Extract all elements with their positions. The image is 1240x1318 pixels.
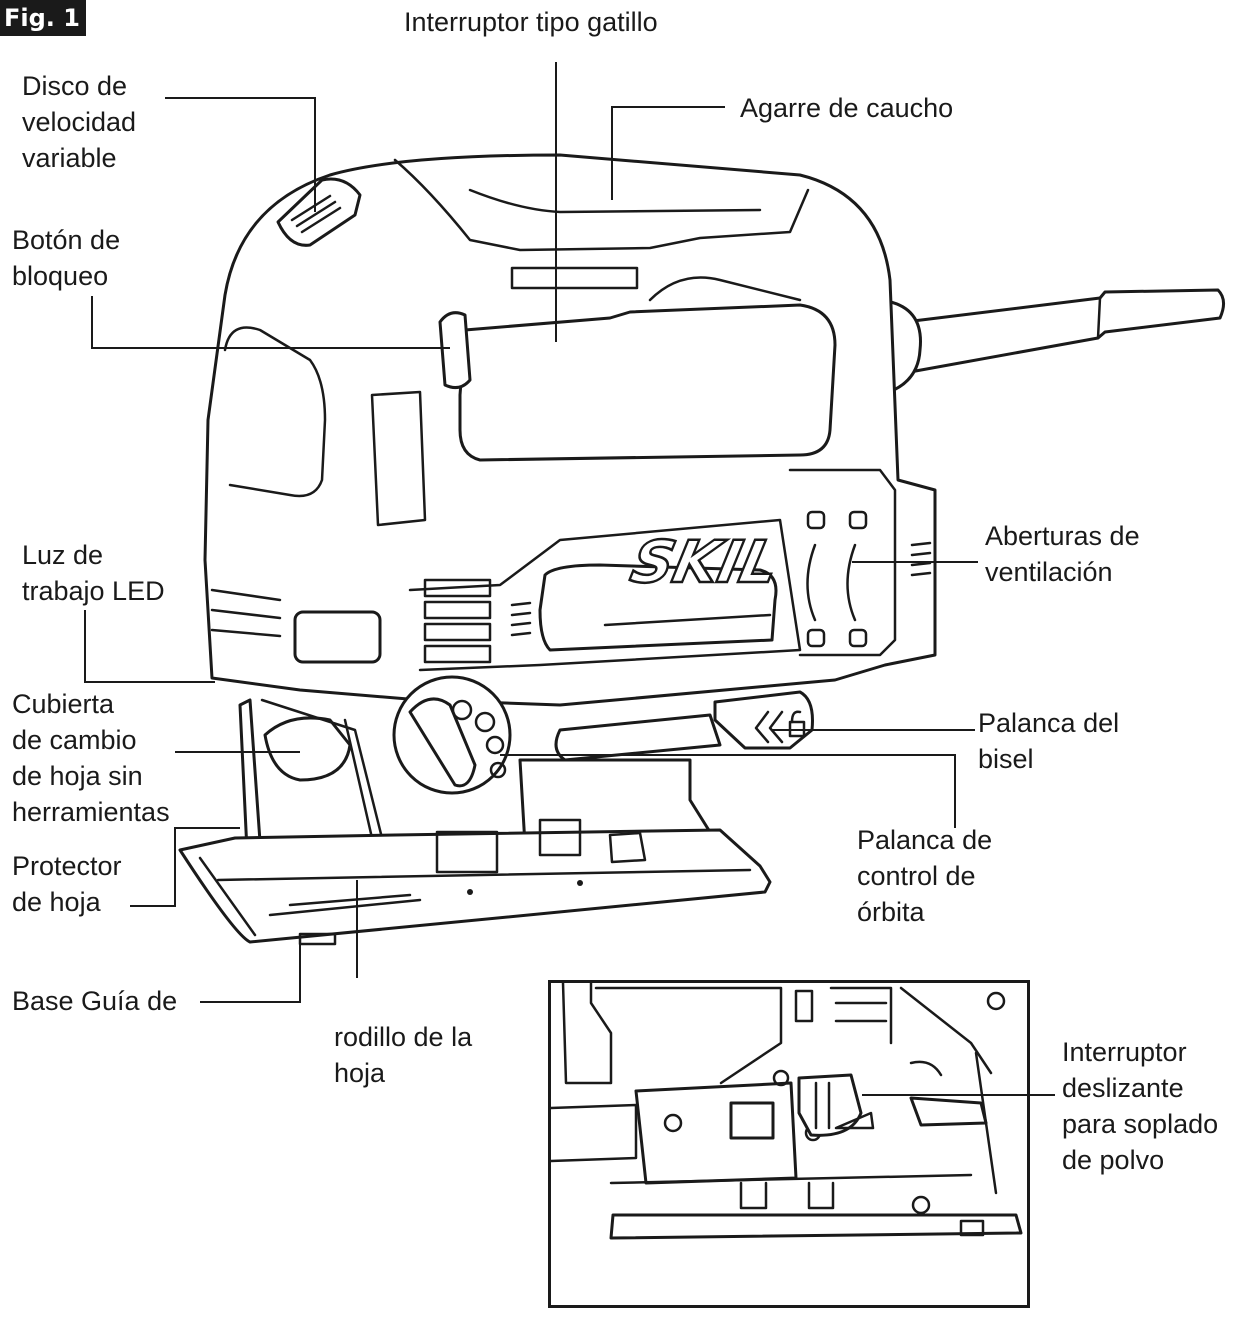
callout-blade-change-cover: Cubierta de cambio de hoja sin herramien… bbox=[12, 689, 170, 827]
callout-orbit-lever: Palanca de control de órbita bbox=[857, 825, 993, 927]
brand-logo: SKIL bbox=[625, 529, 785, 596]
power-cord bbox=[878, 288, 1225, 397]
lock-button-icon bbox=[438, 311, 472, 390]
callout-lock-button: Botón de bloqueo bbox=[12, 225, 121, 291]
callout-vents: Aberturas de ventilación bbox=[985, 521, 1140, 587]
callout-base: Base Guía de bbox=[12, 986, 178, 1016]
callout-leader-lines bbox=[84, 62, 1055, 1096]
callout-variable-speed-dial: Disco de velocidad variable bbox=[22, 71, 137, 173]
dust-blower-detail-inset bbox=[548, 980, 1030, 1308]
callout-bevel-lever: Palanca del bisel bbox=[978, 708, 1120, 774]
figure-label: Fig. 1 bbox=[0, 0, 86, 36]
base-plate bbox=[178, 818, 772, 946]
callout-blade-guard: Protector de hoja bbox=[12, 851, 122, 917]
tool-housing bbox=[203, 153, 937, 707]
callout-dust-blower-switch: Interruptor deslizante para soplado de p… bbox=[1062, 1037, 1219, 1175]
callout-trigger-switch: Interruptor tipo gatillo bbox=[404, 7, 658, 37]
dust-blower-detail-drawing bbox=[549, 981, 1023, 1240]
speed-dial-icon bbox=[276, 177, 362, 247]
bevel-lever-icon bbox=[554, 690, 814, 762]
callout-blade-roller: rodillo de la hoja bbox=[334, 1022, 473, 1088]
callout-rubber-grip: Agarre de caucho bbox=[740, 93, 954, 123]
orbit-lever-icon bbox=[392, 675, 512, 795]
callout-led-light: Luz de trabajo LED bbox=[22, 540, 165, 606]
